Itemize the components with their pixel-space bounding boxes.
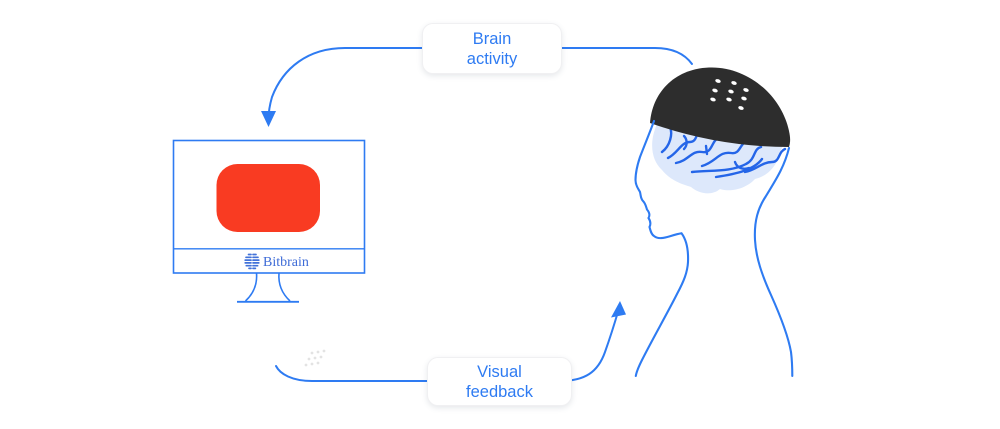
head-illustration — [634, 67, 794, 378]
monitor-stand — [244, 272, 258, 302]
visual-feedback-label-line1: Visual — [477, 362, 522, 381]
bitbrain-logo-icon — [244, 253, 260, 270]
visual-feedback-label-line2: feedback — [466, 382, 533, 401]
brain-activity-label-line1: Brain — [472, 29, 512, 48]
brain-activity-arrow-line — [267, 47, 693, 120]
decorative-dots — [304, 349, 326, 367]
visual-feedback-arrowhead-icon — [611, 301, 626, 318]
brain-activity-arrow — [261, 47, 693, 127]
eeg-cap — [650, 67, 791, 147]
bitbrain-logo-text: Bitbrain — [263, 255, 309, 270]
brain-activity-label: Brain activity — [422, 23, 562, 74]
screen-stimulus-red — [216, 164, 320, 232]
visual-feedback-arrow — [275, 301, 626, 382]
brain-activity-label-line2: activity — [466, 49, 518, 68]
brain-gyri — [660, 124, 787, 179]
brain-activity-arrowhead-icon — [261, 111, 276, 127]
monitor-stand-right — [278, 272, 291, 302]
monitor-illustration: Bitbrain — [172, 139, 366, 303]
face-profile-outline — [634, 119, 690, 378]
visual-feedback-label: Visual feedback — [427, 357, 572, 406]
head-back-outline — [753, 146, 794, 378]
visual-feedback-arrow-line — [275, 309, 620, 382]
eeg-electrode-dots — [710, 79, 749, 110]
